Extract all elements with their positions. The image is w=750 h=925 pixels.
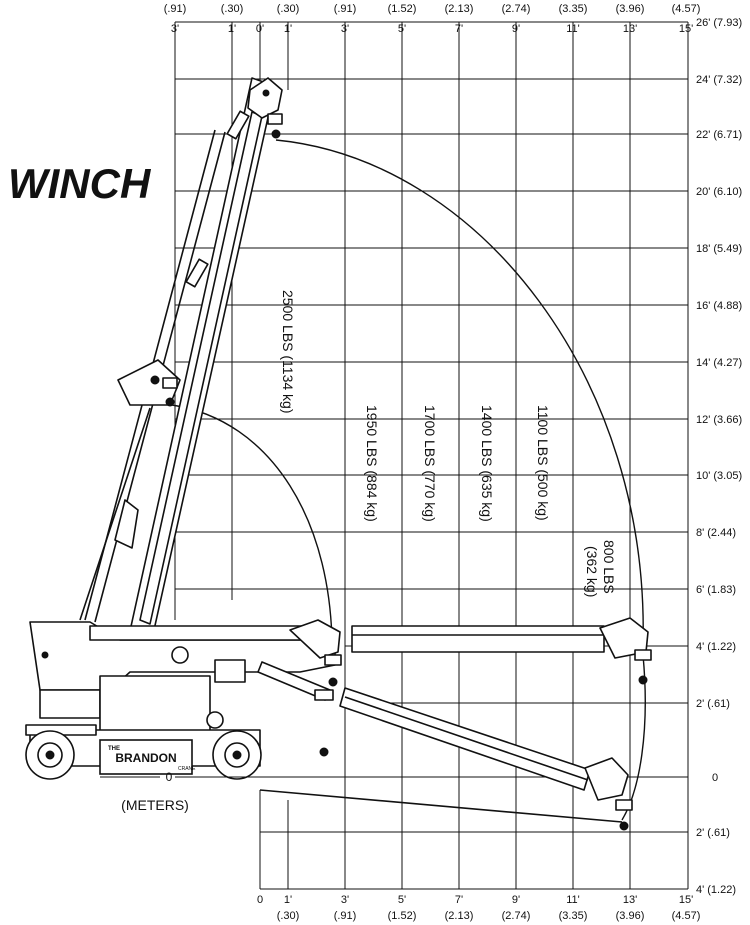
bottom-axis-feet: 13' <box>623 894 637 906</box>
capacity-1700: 1700 LBS (770 kg) <box>422 405 438 522</box>
right-axis-label: 22' (6.71) <box>696 129 742 141</box>
right-axis-label: 4' (1.22) <box>696 641 736 653</box>
capacity-1400: 1400 LBS (635 kg) <box>479 405 495 522</box>
right-axis-label: 24' (7.32) <box>696 74 742 86</box>
top-axis-feet: 13' <box>623 23 637 35</box>
top-axis-metric: (4.57) <box>672 3 701 15</box>
bottom-axis-feet: 15' <box>679 894 693 906</box>
top-axis-feet: 3' <box>341 23 349 35</box>
right-axis-label: 4' (1.22) <box>696 884 736 896</box>
reach-arc-inner <box>171 404 333 661</box>
capacity-800-kg: (362 kg) <box>584 546 600 597</box>
bottom-axis-metric: (2.13) <box>445 910 474 922</box>
right-axis-label: 2' (.61) <box>696 827 730 839</box>
top-axis-metric: (2.13) <box>445 3 474 15</box>
chart-title: WINCH <box>8 160 152 207</box>
bottom-axis-metric: (4.57) <box>672 910 701 922</box>
zero-marker: 0 <box>166 770 173 784</box>
bottom-axis-feet: 0 <box>257 894 263 906</box>
right-axis-label: 2' (.61) <box>696 698 730 710</box>
top-axis-metric: (.30) <box>221 3 244 15</box>
top-axis-metric: (.30) <box>277 3 300 15</box>
top-axis-metric: (3.35) <box>559 3 588 15</box>
bottom-axis-metric: (.91) <box>334 910 357 922</box>
right-axis-label: 10' (3.05) <box>696 470 742 482</box>
right-axis-label: 0 <box>712 772 718 784</box>
brand-top-text: THE <box>108 746 120 752</box>
top-axis-feet: 1' <box>228 23 236 35</box>
capacity-labels: 2500 LBS (1134 kg) 1950 LBS (884 kg) 170… <box>280 290 617 597</box>
top-axis-metric: (.91) <box>164 3 187 15</box>
bottom-axis-feet: 7' <box>455 894 463 906</box>
right-axis-label: 8' (2.44) <box>696 527 736 539</box>
bottom-axis-metric: (1.52) <box>388 910 417 922</box>
bottom-axis-metric: (3.35) <box>559 910 588 922</box>
bottom-axis-metric: (.30) <box>277 910 300 922</box>
top-axis-feet: 3' <box>171 23 179 35</box>
top-axis-feet: 7' <box>455 23 463 35</box>
capacity-2500: 2500 LBS (1134 kg) <box>280 290 296 414</box>
bottom-axis-feet: 3' <box>341 894 349 906</box>
top-axis-feet: 9' <box>512 23 520 35</box>
bottom-axis-feet: 11' <box>566 894 580 906</box>
right-axis-label: 20' (6.10) <box>696 186 742 198</box>
top-axis-feet: 15' <box>679 23 693 35</box>
top-axis-metric: (1.52) <box>388 3 417 15</box>
bottom-axis-feet: 5' <box>398 894 406 906</box>
right-axis-label: 18' (5.49) <box>696 243 742 255</box>
right-axis-label: 14' (4.27) <box>696 357 742 369</box>
top-axis-feet: 0' <box>256 23 264 35</box>
bottom-axis-metric: (3.96) <box>616 910 645 922</box>
top-axis: (.91) 3' (.30) 1' 0' (.30) 1' (.91) 3' (… <box>164 3 701 35</box>
top-axis-metric: (2.74) <box>502 3 531 15</box>
brand-bottom-text: CRANE <box>178 766 196 772</box>
capacity-1950: 1950 LBS (884 kg) <box>364 405 380 522</box>
bottom-axis-metric: (2.74) <box>502 910 531 922</box>
right-axis-label: 26' (7.93) <box>696 17 742 29</box>
top-axis-feet: 1' <box>284 23 292 35</box>
top-axis-metric: (3.96) <box>616 3 645 15</box>
top-axis-feet: 5' <box>398 23 406 35</box>
bottom-axis-feet: 9' <box>512 894 520 906</box>
bottom-axis-feet: 1' <box>284 894 292 906</box>
right-axis-label: 6' (1.83) <box>696 584 736 596</box>
crane-illustration: THE BRANDON CRANE <box>25 77 652 831</box>
bottom-axis: 0 1' (.30) 3' (.91) 5' (1.52) 7' (2.13) … <box>257 894 700 922</box>
top-axis-metric: (.91) <box>334 3 357 15</box>
right-axis-label: 16' (4.88) <box>696 300 742 312</box>
right-axis: 26' (7.93) 24' (7.32) 22' (6.71) 20' (6.… <box>696 17 742 896</box>
reach-arc-outer <box>275 139 644 646</box>
units-label: (METERS) <box>121 797 189 813</box>
capacity-800: 800 LBS <box>601 540 617 594</box>
brand-name: BRANDON <box>115 751 176 765</box>
right-axis-label: 12' (3.66) <box>696 414 742 426</box>
top-axis-feet: 11' <box>566 23 580 35</box>
brand-plate <box>99 739 193 775</box>
capacity-1100: 1100 LBS (500 kg) <box>535 405 551 521</box>
